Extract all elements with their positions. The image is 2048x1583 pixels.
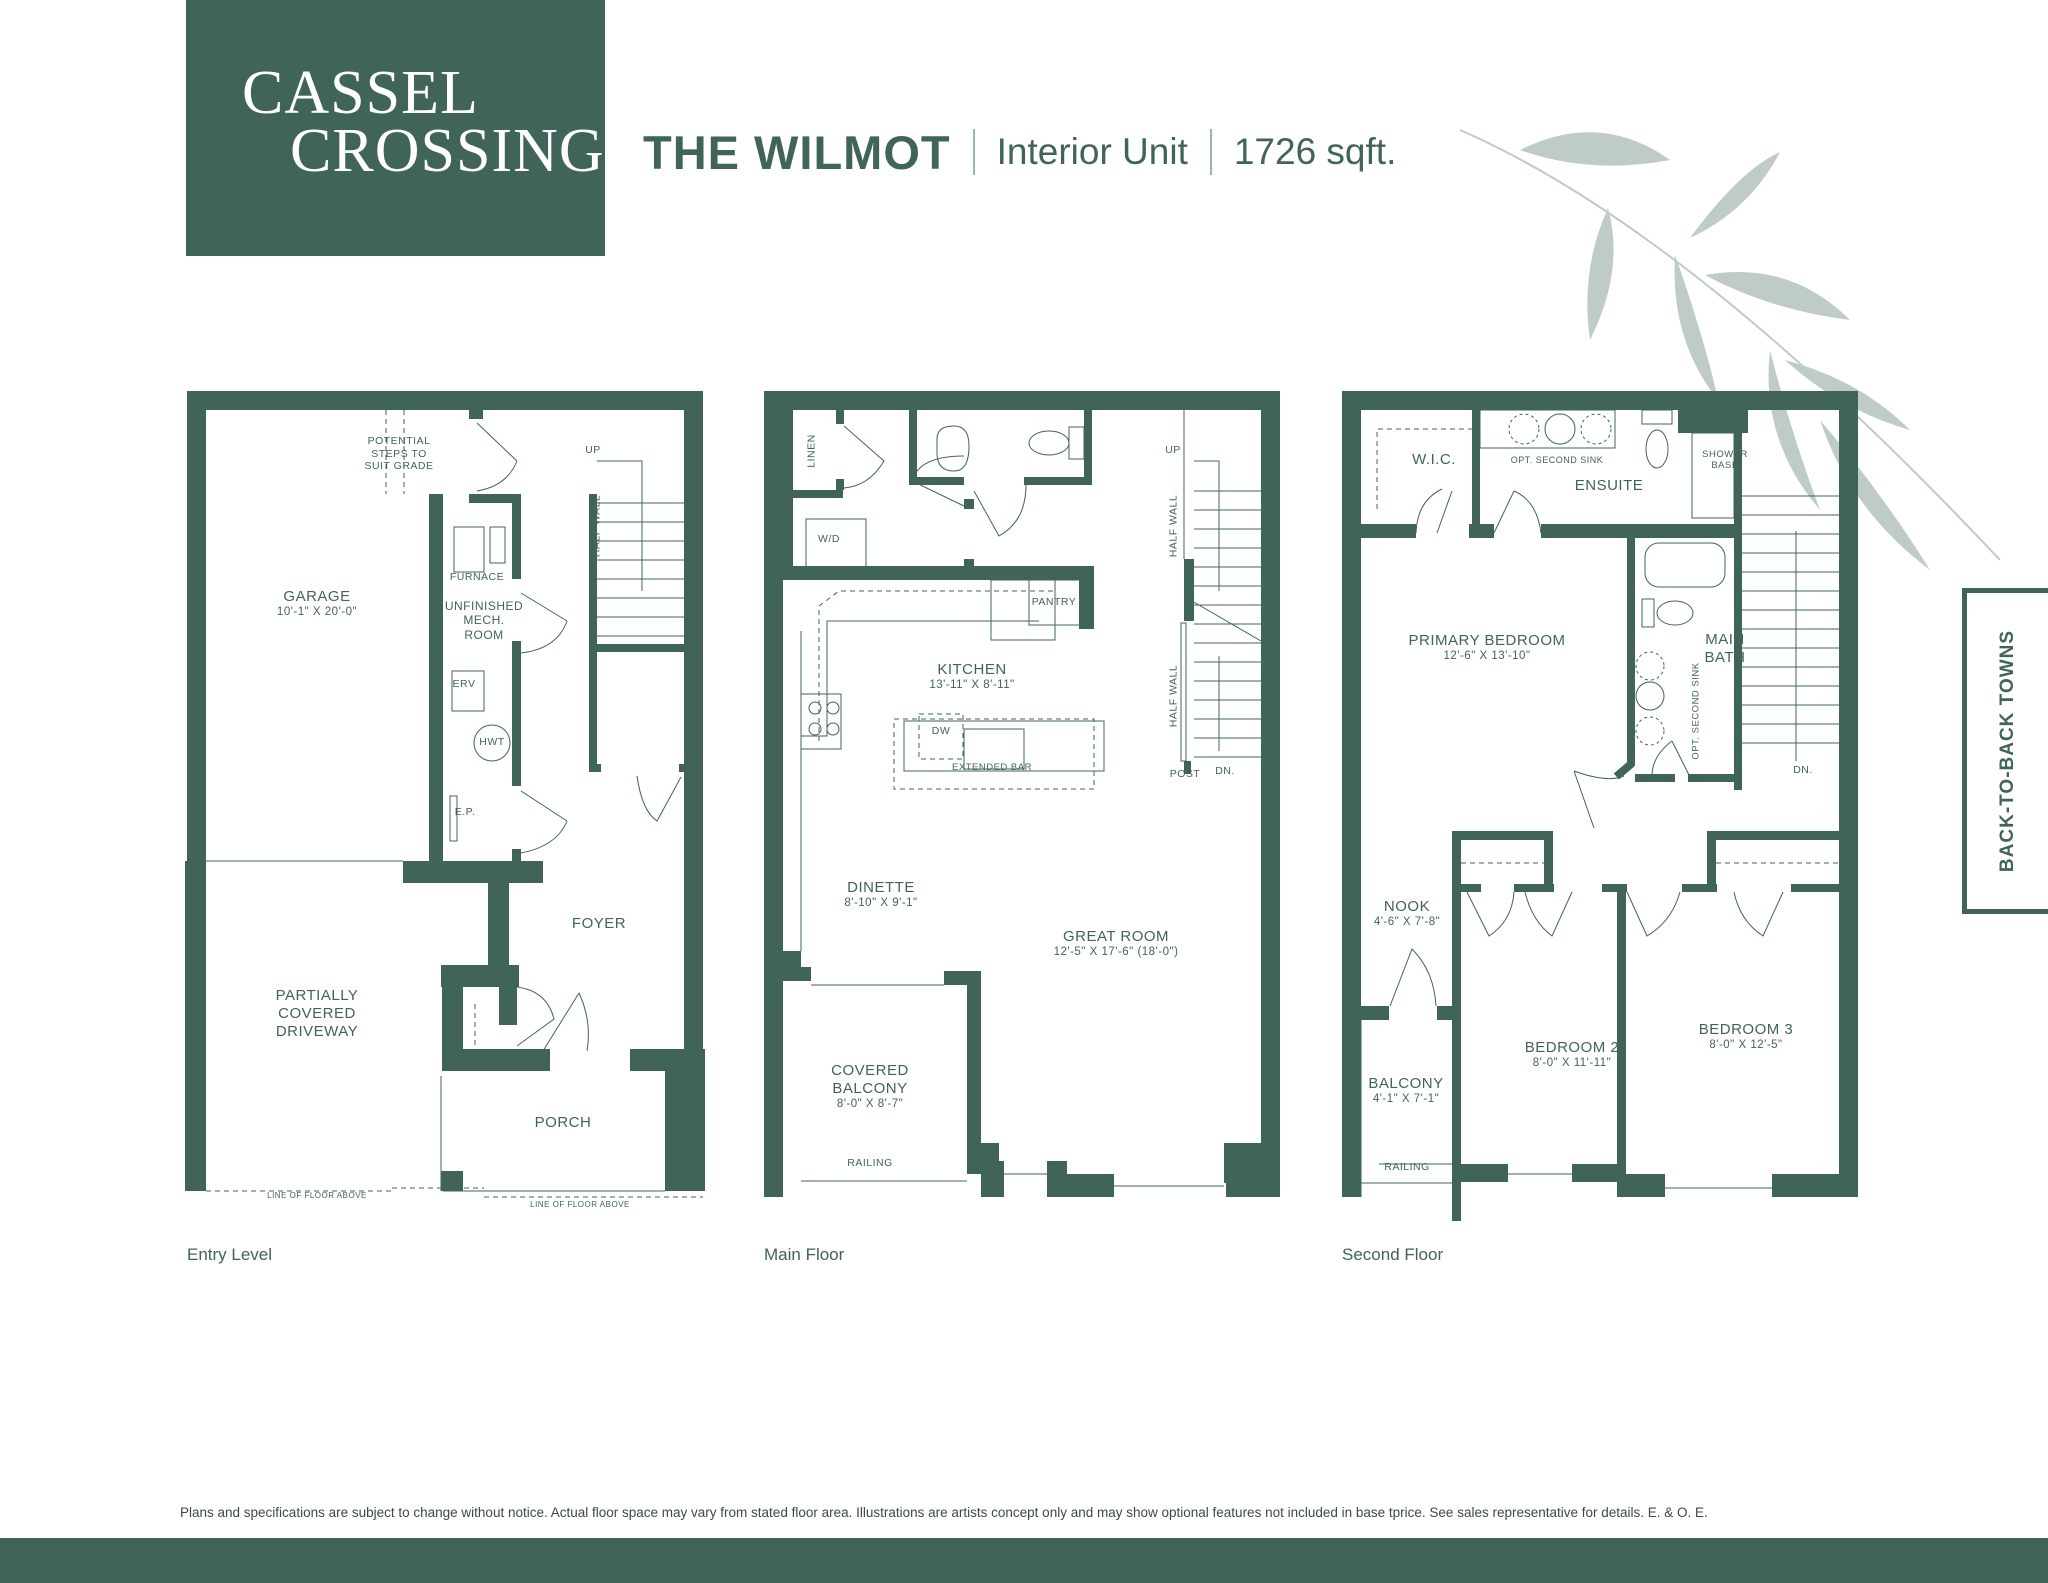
room-mech: UNFINISHED MECH. ROOM: [445, 599, 523, 642]
down-label: DN.: [1793, 764, 1813, 776]
room-dims: 12'-5" X 17'-6" (18'-0"): [1053, 946, 1179, 958]
railing-label: RAILING: [847, 1157, 893, 1169]
room-bedroom-2: BEDROOM 2 8'-0" X 11'-11": [1525, 1039, 1620, 1071]
title-divider: [1209, 129, 1212, 175]
room-dims: 4'-6" X 7'-8": [1373, 916, 1441, 928]
unit-area: 1726 sqft.: [1233, 131, 1397, 172]
room-covered-balcony: COVERED BALCONY 8'-0" X 8'-7": [831, 1062, 909, 1112]
opt-second-sink-label: OPT. SECOND SINK: [1510, 455, 1604, 465]
room-name: DINETTE: [847, 879, 915, 896]
ep-label: E.P.: [454, 806, 476, 818]
room-name: GARAGE: [283, 588, 351, 605]
disclaimer-text: Plans and specifications are subject to …: [180, 1505, 1708, 1520]
brand-logo: CASSEL CROSSING: [242, 62, 605, 182]
dishwasher-label: DW: [931, 725, 951, 737]
room-name-line-2: COVERED: [278, 1005, 356, 1022]
room-nook: NOOK 4'-6" X 7'-8": [1374, 898, 1440, 930]
room-garage: GARAGE 10'-1" X 20'-0": [277, 588, 357, 620]
room-name-line-1: COVERED: [831, 1062, 909, 1079]
furnace-label: FURNACE: [449, 571, 505, 583]
room-kitchen: KITCHEN 13'-11" X 8'-11": [929, 661, 1014, 693]
room-name: GREAT ROOM: [1062, 928, 1170, 945]
room-dims: 10'-1" X 20'-0": [276, 606, 358, 618]
page-title: THE WILMOT Interior Unit 1726 sqft.: [643, 122, 1396, 182]
room-main-bath: MAIN BATH: [1705, 631, 1746, 667]
product-line-tab: BACK-TO-BACK TOWNS: [1962, 588, 2048, 914]
room-foyer: FOYER: [571, 915, 627, 932]
floor-plan-main-floor: LINEN W/D PANTRY KITCHEN 13'-11" X 8'-11…: [764, 391, 1284, 1201]
room-name: PRIMARY BEDROOM: [1408, 632, 1566, 649]
floor-label-main: Main Floor: [764, 1245, 845, 1264]
room-dims: 8'-0" X 8'-7": [836, 1098, 904, 1110]
steps-note-line-2: STEPS TO: [371, 447, 427, 460]
pantry-label: PANTRY: [1031, 596, 1077, 608]
line-of-floor-above-label: LINE OF FLOOR ABOVE: [530, 1200, 630, 1209]
room-great-room: GREAT ROOM 12'-5" X 17'-6" (18'-0"): [1054, 928, 1179, 960]
room-name-line-1: PARTIALLY: [275, 987, 359, 1004]
room-name: BALCONY: [1368, 1075, 1444, 1092]
floor-plan-entry-level: POTENTIAL STEPS TO SUIT GRADE UP HALF WA…: [185, 391, 707, 1211]
room-dims: 12'-6" X 13'-10": [1443, 650, 1531, 662]
half-wall-label: HALF WALL: [1167, 664, 1180, 728]
room-name-line-1: UNFINISHED: [444, 599, 524, 613]
room-dims: 4'-1" X 7'-1": [1372, 1093, 1440, 1105]
post-label: POST: [1169, 768, 1201, 780]
down-label: DN.: [1215, 765, 1235, 777]
room-dims: 8'-10" X 9'-1": [844, 897, 918, 909]
footer-bar: [0, 1538, 2048, 1583]
room-porch: PORCH: [534, 1114, 592, 1131]
room-name: NOOK: [1383, 898, 1431, 915]
room-name-line-3: DRIVEWAY: [275, 1023, 359, 1040]
floor-label-second: Second Floor: [1342, 1245, 1444, 1264]
room-balcony: BALCONY 4'-1" X 7'-1": [1368, 1075, 1443, 1107]
logo-line-2: CROSSING: [290, 117, 605, 185]
steps-note: POTENTIAL STEPS TO SUIT GRADE: [365, 435, 434, 473]
room-name-line-3: ROOM: [464, 627, 504, 642]
room-name-line-2: BALCONY: [832, 1080, 908, 1097]
room-primary-bedroom: PRIMARY BEDROOM 12'-6" X 13'-10": [1409, 632, 1566, 664]
shower-base-label: SHOWER BASE: [1702, 449, 1748, 472]
opt-second-sink-label: OPT. SECOND SINK: [1690, 662, 1702, 760]
logo-line-1: CASSEL: [242, 59, 479, 127]
unit-type: Interior Unit: [996, 131, 1188, 172]
room-name: KITCHEN: [937, 661, 1007, 678]
half-wall-label: HALF WALL: [1167, 494, 1180, 558]
steps-note-line-1: POTENTIAL: [367, 435, 431, 447]
line-of-floor-above-label: LINE OF FLOOR ABOVE: [267, 1191, 367, 1200]
floor-label-entry: Entry Level: [187, 1245, 273, 1264]
room-dinette: DINETTE 8'-10" X 9'-1": [844, 879, 917, 911]
railing-label: RAILING: [1384, 1161, 1430, 1173]
logo-block: CASSEL CROSSING: [186, 0, 605, 256]
entry-level-walls: [185, 391, 705, 1198]
main-floor-walls: [764, 391, 1280, 1197]
up-label: UP: [1165, 444, 1181, 456]
room-name: BEDROOM 2: [1524, 1039, 1620, 1056]
floor-plan-second-floor: W.I.C. OPT. SECOND SINK ENSUITE SHOWER B…: [1342, 391, 1872, 1221]
hwt-label: HWT: [479, 736, 505, 748]
product-line-label: BACK-TO-BACK TOWNS: [1996, 629, 2018, 873]
washer-dryer-label: W/D: [818, 533, 840, 545]
extended-bar-label: EXTENDED BAR: [952, 762, 1032, 773]
erv-label: ERV: [452, 678, 476, 690]
steps-note-line-3: SUIT GRADE: [364, 460, 434, 473]
shower-base-line-1: SHOWER: [1702, 449, 1748, 460]
room-dims: 8'-0" X 11'-11": [1532, 1057, 1612, 1069]
room-dims: 8'-0" X 12'-5": [1709, 1039, 1783, 1051]
room-name: BEDROOM 3: [1698, 1021, 1794, 1038]
second-floor-walls: [1342, 391, 1858, 1221]
shower-base-line-2: BASE: [1711, 460, 1739, 472]
room-name-line-2: MECH.: [463, 613, 505, 628]
room-name-line-1: MAIN: [1705, 631, 1745, 648]
room-bedroom-3: BEDROOM 3 8'-0" X 12'-5": [1699, 1021, 1794, 1053]
model-name: THE WILMOT: [643, 125, 951, 179]
room-driveway: PARTIALLY COVERED DRIVEWAY: [276, 987, 359, 1041]
up-label: UP: [585, 444, 601, 456]
title-divider: [972, 129, 975, 175]
room-wic: W.I.C.: [1412, 451, 1456, 468]
room-dims: 13'-11" X 8'-11": [929, 679, 1015, 691]
linen-label: LINEN: [805, 434, 818, 468]
room-ensuite: ENSUITE: [1574, 477, 1644, 494]
room-name-line-2: BATH: [1704, 649, 1746, 666]
half-wall-label: HALF WALL: [590, 494, 603, 558]
